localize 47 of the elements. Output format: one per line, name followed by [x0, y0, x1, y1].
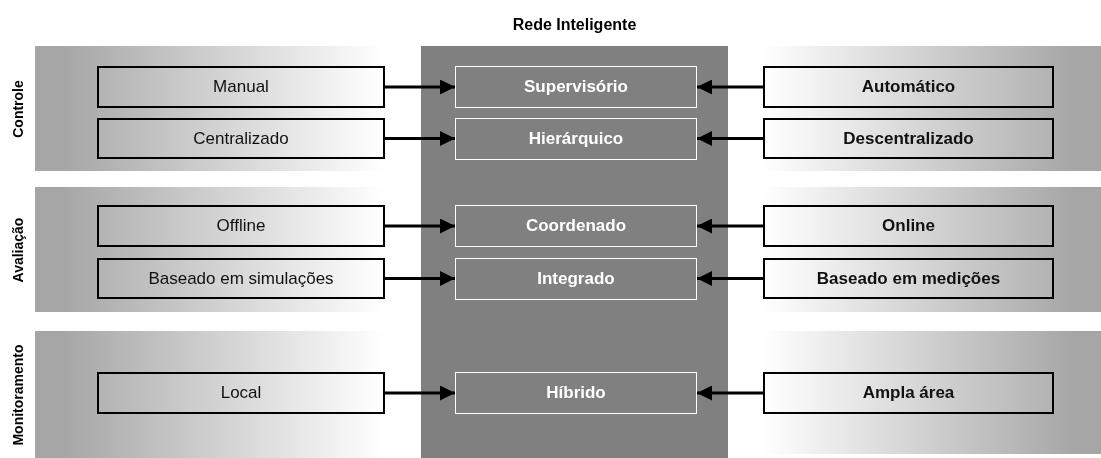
box-label: Baseado em medições — [816, 268, 1001, 289]
category-label: Avaliação — [10, 217, 26, 282]
arrow — [697, 218, 763, 234]
arrow — [385, 271, 455, 286]
box-label: Automático — [861, 77, 956, 97]
option-box — [97, 372, 385, 414]
arrow — [697, 131, 763, 146]
smart-grid-box — [455, 205, 697, 247]
arrow — [385, 218, 455, 234]
smart-grid-box — [455, 118, 697, 160]
box-label: Integrado — [537, 269, 615, 289]
arrow — [385, 131, 455, 146]
arrow — [697, 271, 763, 286]
box-label: Supervisório — [524, 77, 628, 97]
box-label: Centralizado — [193, 128, 289, 149]
option-box — [763, 372, 1054, 414]
arrow — [697, 79, 763, 95]
box-label: Híbrido — [546, 383, 606, 403]
option-box — [97, 205, 385, 247]
arrow — [385, 79, 455, 95]
box-label: Coordenado — [525, 216, 627, 236]
box-label: Manual — [213, 77, 269, 97]
option-box — [97, 118, 385, 159]
option-box — [763, 205, 1054, 247]
arrow — [385, 385, 455, 401]
category-band — [762, 331, 1101, 454]
box-label: Baseado em simulações — [148, 268, 334, 289]
box-label: Offline — [216, 216, 266, 236]
smart-grid-box — [455, 66, 697, 108]
box-label: Descentralizado — [843, 128, 974, 149]
arrow — [697, 385, 763, 401]
option-box — [763, 258, 1054, 299]
box-label: Ampla área — [862, 383, 955, 403]
option-box — [763, 118, 1054, 159]
option-box — [763, 66, 1054, 108]
category-label: Monitoramento — [10, 343, 26, 446]
panel-title: Rede Inteligente — [511, 16, 638, 34]
category-label: Controle — [10, 79, 26, 138]
box-label: Online — [882, 216, 935, 236]
category-band — [762, 187, 1101, 312]
box-label: Hierárquico — [528, 129, 624, 149]
option-box — [97, 66, 385, 108]
option-box — [97, 258, 385, 299]
smart-grid-box — [455, 372, 697, 414]
box-label: Local — [220, 383, 262, 403]
category-band — [762, 46, 1101, 171]
smart-grid-box — [455, 258, 697, 300]
